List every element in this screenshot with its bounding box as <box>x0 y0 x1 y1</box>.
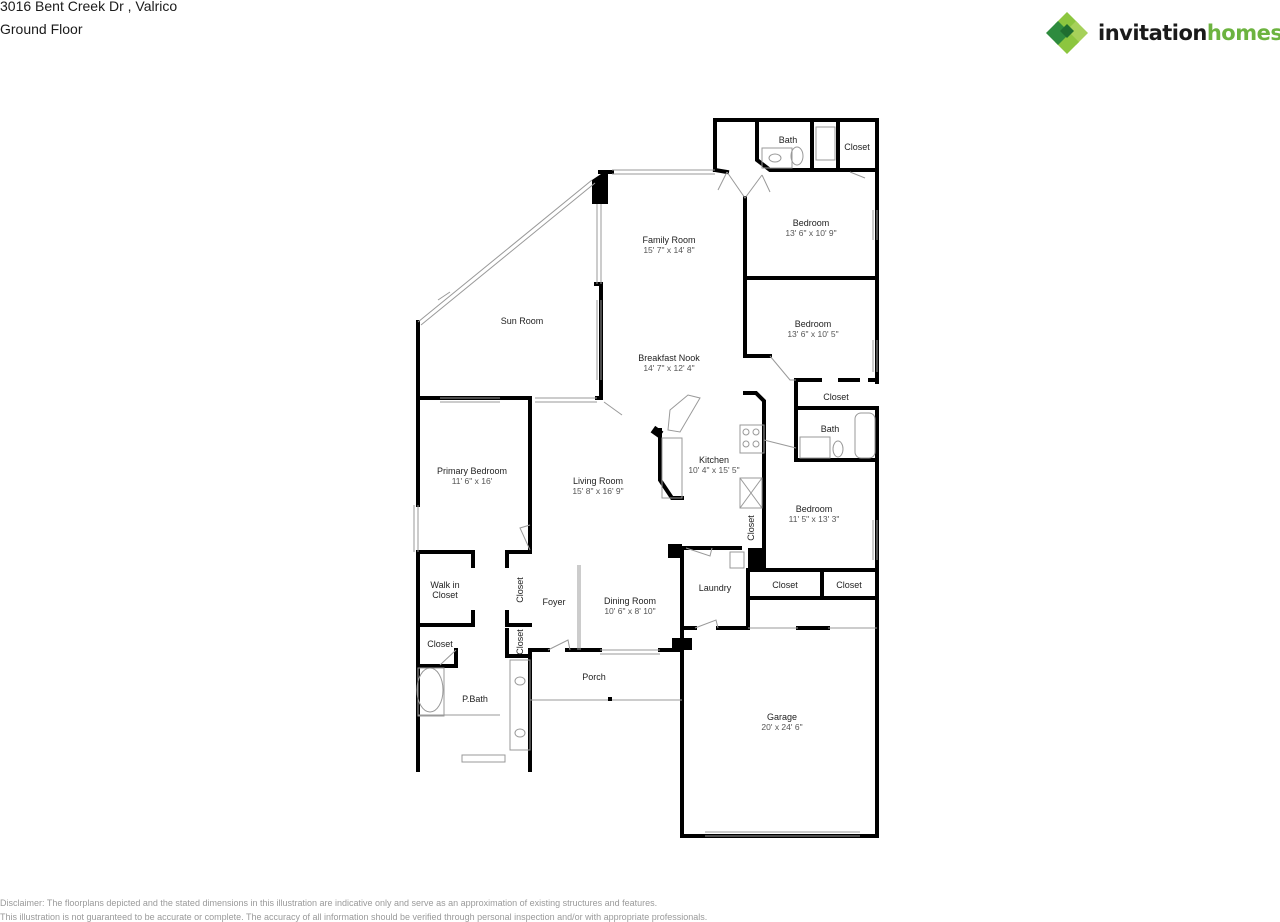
room-label-closet-kitchen: Closet <box>746 515 756 541</box>
room-label-primary-bath: P.Bath <box>462 694 488 704</box>
room-label-closet-primary: Closet <box>427 639 453 649</box>
room-label-porch: Porch <box>582 672 606 682</box>
room-label-closet-hall-1: Closet <box>515 577 525 603</box>
room-label-closet-mid: Closet <box>823 392 849 402</box>
logo-word-homes: homes <box>1206 21 1280 45</box>
floor-label: Ground Floor <box>0 21 83 37</box>
logo-word-invitation: invitation <box>1098 21 1207 45</box>
room-label-closet-bed3-b: Closet <box>836 580 862 590</box>
disclaimer-line-1: Disclaimer: The floorplans depicted and … <box>0 898 658 908</box>
address-title: 3016 Bent Creek Dr , Valrico <box>0 0 178 14</box>
room-label-foyer: Foyer <box>542 597 566 607</box>
disclaimer-line-2: This illustration is not guaranteed to b… <box>0 912 708 922</box>
room-label-closet-upper: Closet <box>844 142 870 152</box>
room-label-bath-mid: Bath <box>820 424 840 434</box>
room-label-bath-upper: Bath <box>778 135 798 145</box>
logo-wordmark: invitationhomes <box>1098 21 1280 45</box>
clover-diamond-logo-icon <box>1046 12 1088 54</box>
company-logo: invitationhomes <box>1044 10 1280 56</box>
room-label-laundry: Laundry <box>698 583 732 593</box>
room-label-closet-bed3-a: Closet <box>772 580 798 590</box>
room-label-closet-hall-2: Closet <box>515 629 525 655</box>
room-label-walk-in-closet: Walk in Closet <box>430 580 460 600</box>
room-label-sun-room: Sun Room <box>500 316 544 326</box>
